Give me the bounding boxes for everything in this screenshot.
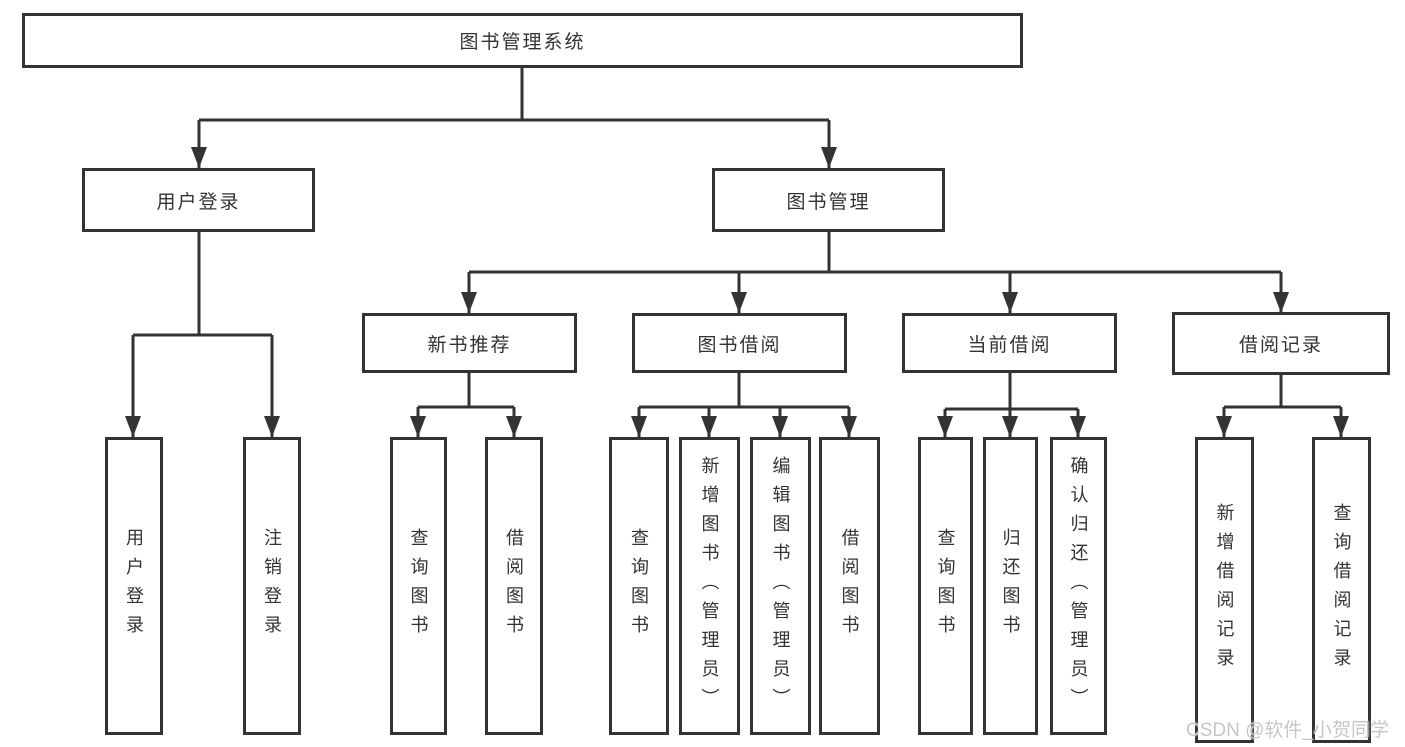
leaf-add-borrow-record: 新增借阅记录 xyxy=(1195,437,1254,743)
leaf-borrow-books-newbook-label: 借阅图书 xyxy=(504,528,524,644)
node-current-borrowing: 当前借阅 xyxy=(902,313,1117,373)
leaf-logout: 注销登录 xyxy=(243,437,301,735)
leaf-borrow-books-borrow: 借阅图书 xyxy=(819,437,880,735)
node-book-management-label: 图书管理 xyxy=(786,191,871,213)
node-user-login-label: 用户登录 xyxy=(156,191,241,213)
node-new-book-recommend: 新书推荐 xyxy=(362,313,577,373)
node-new-book-recommend-label: 新书推荐 xyxy=(427,334,512,356)
leaf-query-books-current-label: 查询图书 xyxy=(935,528,956,644)
node-book-borrowing: 图书借阅 xyxy=(632,313,847,373)
node-borrow-records: 借阅记录 xyxy=(1172,312,1390,375)
leaf-query-books-borrow-label: 查询图书 xyxy=(629,528,649,644)
leaf-query-borrow-record-label: 查询借阅记录 xyxy=(1331,503,1352,677)
leaf-add-books-admin: 新增图书（管理员） xyxy=(679,437,740,735)
leaf-add-borrow-record-label: 新增借阅记录 xyxy=(1214,503,1235,677)
leaf-return-books-label: 归还图书 xyxy=(1000,528,1021,644)
node-root-label: 图书管理系统 xyxy=(459,32,586,53)
leaf-add-books-admin-label: 新增图书（管理员） xyxy=(699,455,720,717)
leaf-query-books-newbook-label: 查询图书 xyxy=(408,528,429,644)
leaf-borrow-books-borrow-label: 借阅图书 xyxy=(839,528,860,644)
node-user-login: 用户登录 xyxy=(82,168,315,232)
node-book-borrowing-label: 图书借阅 xyxy=(697,334,782,356)
leaf-borrow-books-newbook: 借阅图书 xyxy=(485,437,543,735)
node-borrow-records-label: 借阅记录 xyxy=(1238,335,1323,356)
leaf-return-books: 归还图书 xyxy=(983,437,1038,735)
leaf-query-books-newbook: 查询图书 xyxy=(390,437,447,735)
leaf-query-books-borrow: 查询图书 xyxy=(609,437,669,735)
node-current-borrowing-label: 当前借阅 xyxy=(967,334,1052,356)
node-root: 图书管理系统 xyxy=(22,13,1023,68)
leaf-logout-label: 注销登录 xyxy=(262,528,282,644)
node-book-management: 图书管理 xyxy=(712,168,945,232)
leaf-query-books-current: 查询图书 xyxy=(918,437,973,735)
leaf-edit-books-admin: 编辑图书（管理员） xyxy=(750,437,811,735)
leaf-query-borrow-record: 查询借阅记录 xyxy=(1312,437,1371,743)
leaf-confirm-return-admin-label: 确认归还（管理员） xyxy=(1068,455,1089,717)
leaf-edit-books-admin-label: 编辑图书（管理员） xyxy=(770,455,791,717)
leaf-user-login-label: 用户登录 xyxy=(124,528,144,644)
leaf-confirm-return-admin: 确认归还（管理员） xyxy=(1050,437,1107,735)
leaf-user-login: 用户登录 xyxy=(105,437,163,735)
csdn-watermark: CSDN @软件_小贺同学 xyxy=(1186,720,1389,741)
